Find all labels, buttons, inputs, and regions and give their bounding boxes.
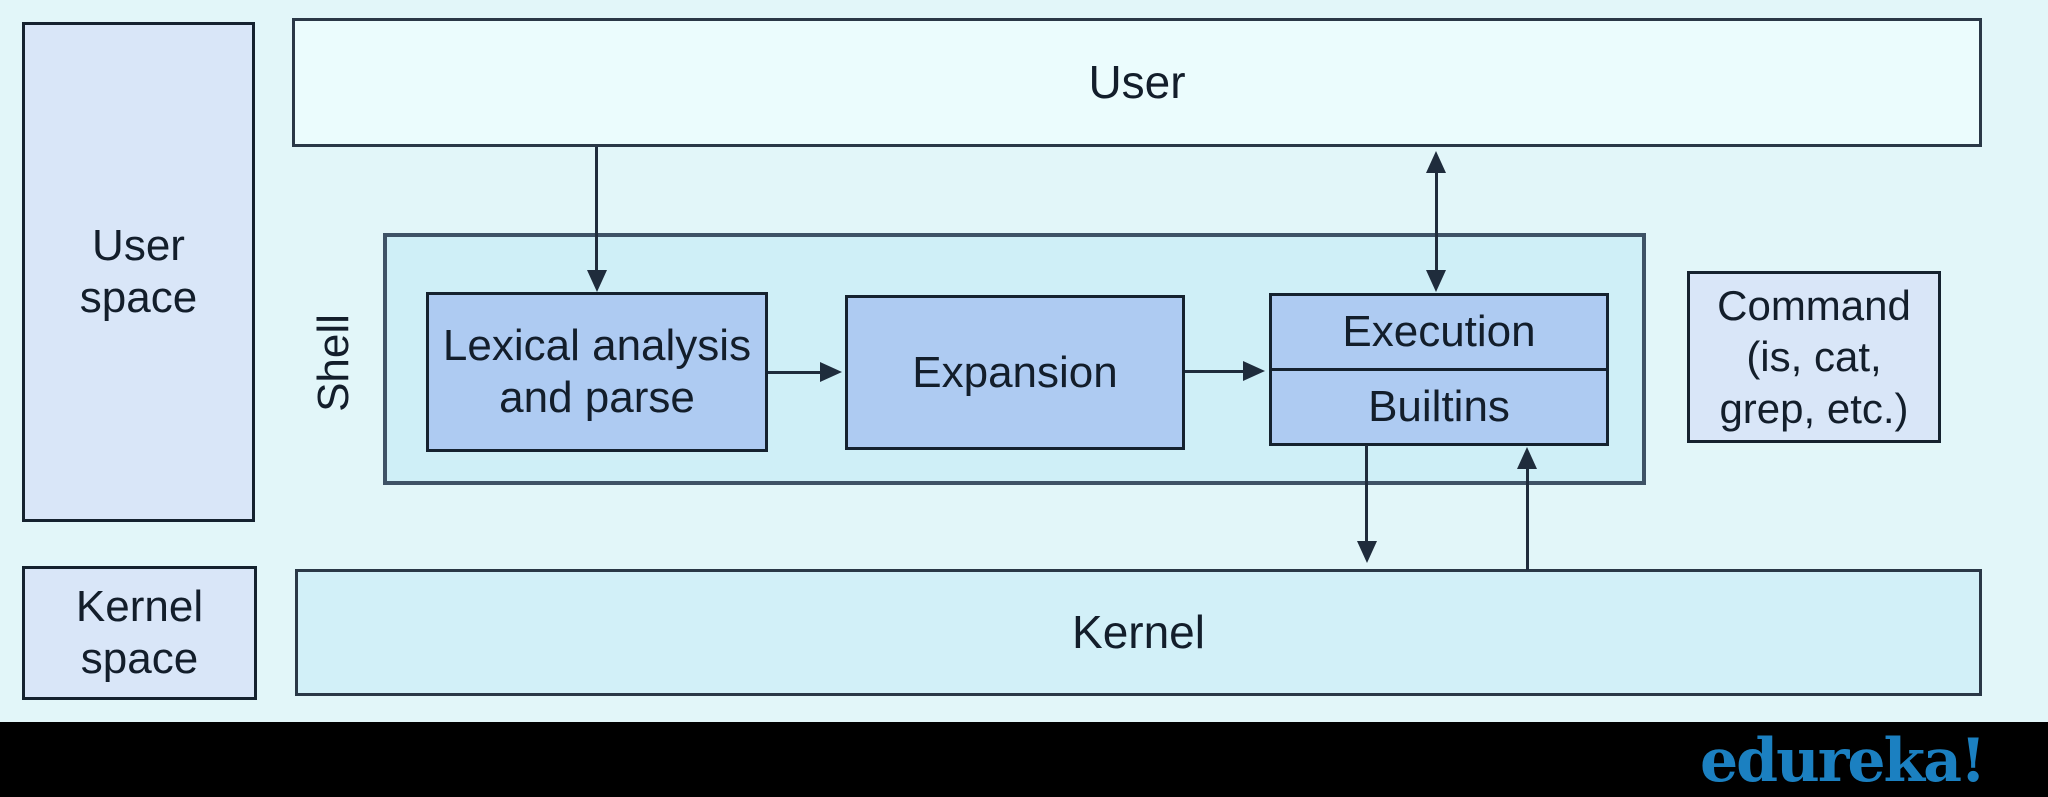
arrow-line [1435, 171, 1438, 272]
label-line: (is, cat, [1746, 333, 1882, 381]
arrow-line [1185, 370, 1245, 373]
label-line: Execution [1342, 307, 1536, 356]
label-line: space [79, 273, 198, 322]
label-line: Expansion [912, 347, 1118, 397]
arrow-line [768, 371, 822, 374]
arrow-line [595, 147, 598, 274]
label-line: Builtins [1368, 382, 1510, 431]
execution-row: Execution [1272, 296, 1606, 371]
kernel-bar-label: Kernel [1072, 606, 1205, 659]
arrow-head-right-icon [820, 362, 842, 382]
label-line: space [80, 634, 199, 683]
execution-builtins-box: Execution Builtins [1269, 293, 1609, 446]
label-line: Command [1717, 282, 1911, 330]
user-bar: User [292, 18, 1982, 147]
arrow-head-down-icon [1426, 270, 1446, 292]
arrow-head-up-icon [1426, 151, 1446, 173]
user-space-box: User space [22, 22, 255, 522]
label-line: Kernel [75, 582, 204, 632]
arrow-head-right-icon [1243, 361, 1265, 381]
arrow-line [1365, 445, 1368, 543]
shell-label: Shell [309, 314, 358, 412]
command-box: Command (is, cat, grep, etc.) [1687, 271, 1941, 443]
label-line: and parse [499, 373, 695, 422]
lexical-analysis-box: Lexical analysis and parse [426, 292, 768, 452]
arrow-head-down-icon [1357, 541, 1377, 563]
kernel-space-box: Kernel space [22, 566, 257, 700]
arrow-line [1526, 467, 1529, 570]
arrow-head-down-icon [587, 270, 607, 292]
label-line: grep, etc.) [1719, 384, 1909, 432]
user-bar-label: User [1088, 56, 1186, 109]
arrow-head-up-icon [1517, 447, 1537, 469]
footer-bar [0, 722, 2048, 797]
label-line: Lexical analysis [442, 321, 752, 371]
edureka-logo: edureka! [1700, 726, 1986, 796]
expansion-box: Expansion [845, 295, 1185, 450]
kernel-bar: Kernel [295, 569, 1982, 696]
label-line: User [92, 221, 185, 271]
builtins-row: Builtins [1272, 371, 1606, 443]
